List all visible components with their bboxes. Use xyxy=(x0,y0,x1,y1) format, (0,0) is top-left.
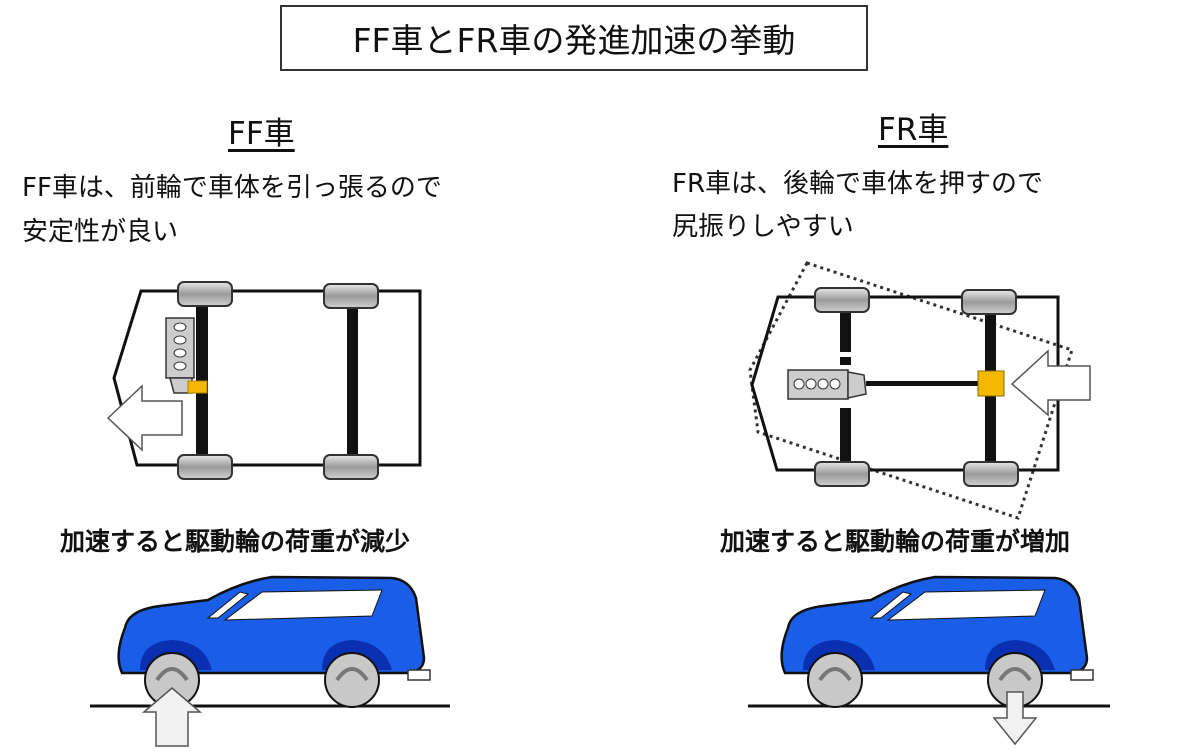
differential-icon xyxy=(187,380,208,394)
fr-description-line1: FR車は、後輪で車体を押すので xyxy=(672,169,1044,199)
fr-caption: 加速すると駆動輪の荷重が増加 xyxy=(720,527,1071,556)
fr-description-line2: 尻振りしやすい xyxy=(672,212,854,242)
arrow-left-icon xyxy=(1010,349,1091,417)
ff-description-line2: 安定性が良い xyxy=(22,217,179,247)
engine-icon xyxy=(787,369,867,400)
ff-chassis xyxy=(106,281,422,480)
page-title: FF車とFR車の発進加速の挙動 xyxy=(280,5,868,71)
fr-chassis xyxy=(748,261,1091,520)
arrow-left-icon xyxy=(106,384,183,452)
ff-caption: 加速すると駆動輪の荷重が減少 xyxy=(60,527,411,556)
ff-heading: FF車 xyxy=(228,116,295,152)
differential-icon xyxy=(977,370,1005,397)
ff-front-axle xyxy=(196,302,208,458)
yaw-outline xyxy=(748,261,1074,520)
engine-icon xyxy=(165,317,195,394)
ff-rear-axle xyxy=(347,302,358,458)
ff-description-line1: FF車は、前輪で車体を引っ張るので xyxy=(22,173,442,203)
arrow-down-icon xyxy=(992,691,1038,746)
arrow-up-icon xyxy=(141,687,203,747)
fr-car xyxy=(748,575,1110,746)
propeller-shaft xyxy=(866,381,978,386)
ff-car xyxy=(90,575,450,747)
fr-heading: FR車 xyxy=(878,112,949,148)
